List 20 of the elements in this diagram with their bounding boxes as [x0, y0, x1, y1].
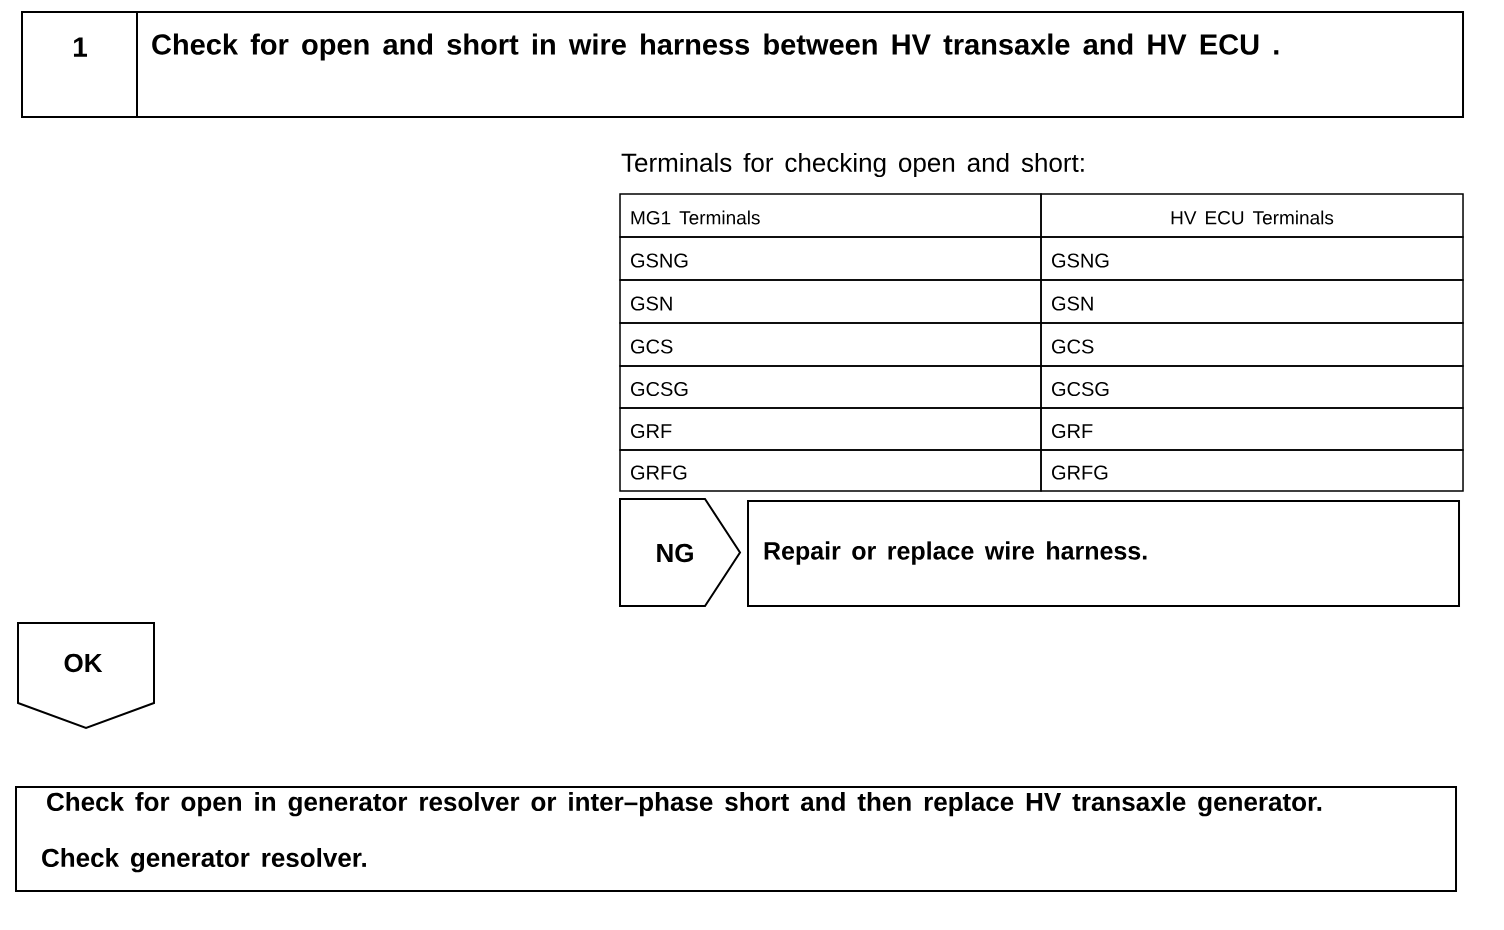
instruction-box: Check for open in generator resolver or inter–phase short and then replace HV transaxle generator. Check generator resolver.	[15, 786, 1457, 892]
caption-text: Terminals for checking open and short:	[621, 152, 1084, 178]
table-cell: GRF	[1040, 407, 1464, 451]
table-cell: GSN	[619, 279, 1042, 324]
result-box: Repair or replace wire harness.	[747, 500, 1460, 607]
arrow-box: OK	[17, 622, 155, 730]
arrow-box: NG	[619, 498, 742, 607]
table-cell: GSN	[1040, 279, 1464, 324]
step-box: 1 Check for open and short in wire harness between HV transaxle and HV ECU .	[21, 11, 1464, 118]
table-cell: GCSG	[1040, 365, 1464, 409]
table-header-cell: HV ECU Terminals	[1040, 193, 1464, 238]
table-cell: GRFG	[619, 449, 1042, 492]
table-cell: GRF	[619, 407, 1042, 451]
table-cell: GCS	[619, 322, 1042, 367]
table-cell: GCS	[1040, 322, 1464, 367]
table-cell: GSNG	[1040, 236, 1464, 281]
table-header-cell: MG1 Terminals	[619, 193, 1042, 238]
table-cell: GSNG	[619, 236, 1042, 281]
table-cell: GRFG	[1040, 449, 1464, 492]
table-cell: GCSG	[619, 365, 1042, 409]
